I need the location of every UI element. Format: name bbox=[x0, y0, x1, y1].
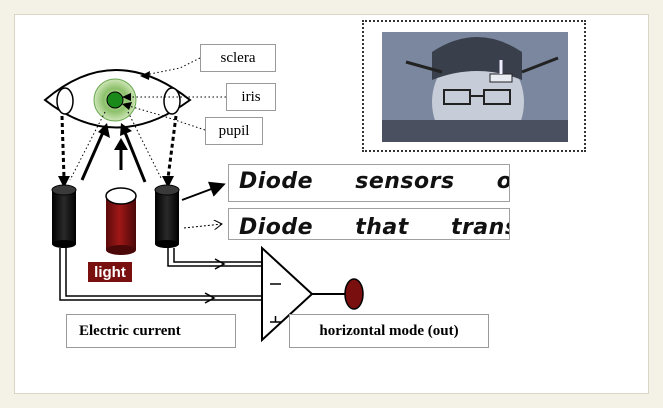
photo-illustration bbox=[382, 32, 568, 142]
dotted-sensor-arrows bbox=[60, 115, 178, 179]
sclera-label: sclera bbox=[200, 44, 276, 72]
diode-sensors-text-box: Diode sensors of the bbox=[228, 164, 510, 202]
solid-arrows-to-eye bbox=[80, 129, 147, 183]
pupil-shape bbox=[106, 91, 124, 109]
solid-arrowheads bbox=[98, 123, 132, 150]
thin-dotted-lines bbox=[69, 111, 163, 181]
leader-lines bbox=[121, 57, 226, 131]
left-sensor-reflection bbox=[56, 87, 74, 115]
diode-sensors-text: Diode sensors of the bbox=[239, 169, 509, 194]
left-diode-sensor bbox=[51, 184, 77, 248]
photo-frame bbox=[362, 20, 586, 152]
leader-arrowheads bbox=[122, 71, 150, 110]
right-sensor-reflection bbox=[163, 87, 181, 115]
diode-transmits-text-box: Diode that transmits bbox=[228, 208, 510, 240]
light-label: light bbox=[88, 262, 132, 282]
eye bbox=[43, 69, 192, 129]
light-emitter-diode bbox=[105, 187, 137, 255]
person-with-eye-tracker-photo bbox=[382, 32, 568, 142]
wires bbox=[59, 248, 262, 301]
electric-current-label: Electric current bbox=[66, 314, 236, 348]
iris-label: iris bbox=[226, 83, 276, 111]
wire-arrows bbox=[204, 258, 226, 304]
arrow-to-sensor-text bbox=[181, 181, 226, 201]
horizontal-mode-label: horizontal mode (out) bbox=[289, 314, 489, 348]
diode-transmits-text: Diode that transmits bbox=[239, 215, 509, 240]
dotted-arrowheads bbox=[58, 176, 174, 188]
right-diode-sensor bbox=[154, 184, 180, 248]
pupil-label: pupil bbox=[205, 117, 263, 145]
output-node bbox=[344, 278, 364, 310]
amplifier-triangle bbox=[261, 245, 314, 343]
arrow-to-transmit-text bbox=[183, 224, 222, 228]
